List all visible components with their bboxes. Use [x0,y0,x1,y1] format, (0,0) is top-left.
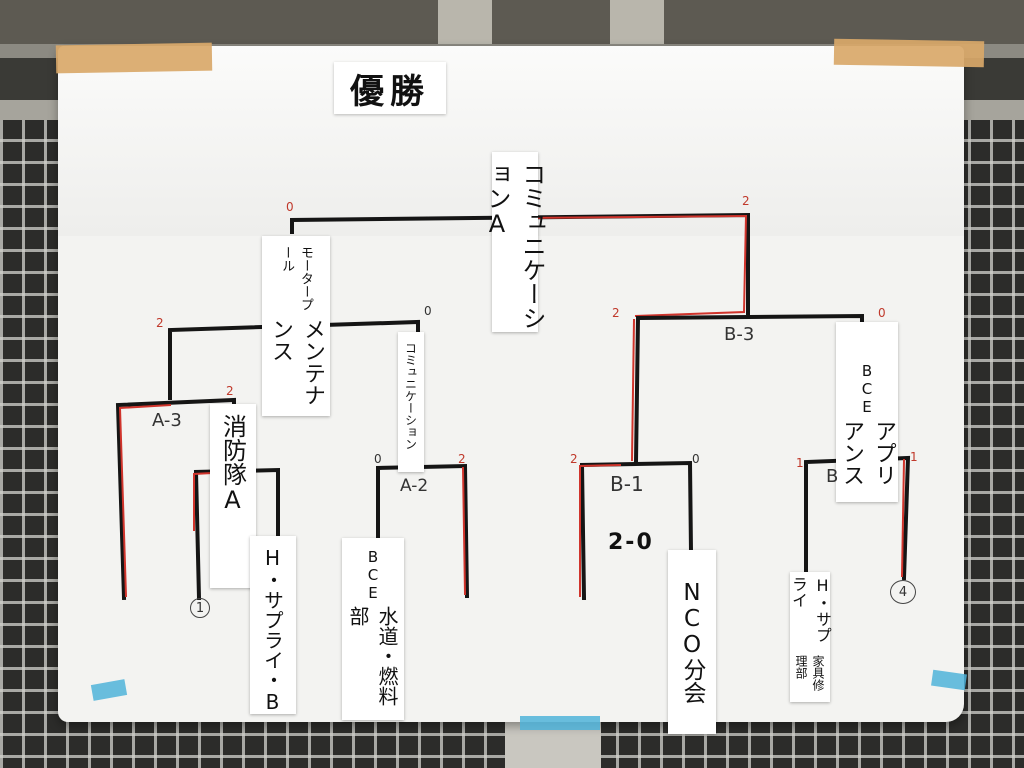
team-name: H・サプライ・B [260,546,285,714]
metal-bracket-left [438,0,492,44]
team-tag-communication: コミュニケーション [398,332,424,472]
score-semi-a-right: 0 [424,304,432,318]
score-b3-right: 0 [878,306,886,320]
match-label-b1: B-1 [610,472,644,496]
team-tag-shobotai: 消防隊A [210,404,256,588]
team-name-line2: 家具修理部 [794,655,825,692]
team-name: コミュニケーション [403,342,418,450]
score-b2-right: 1 [910,450,918,464]
seed-circle-1: 1 [190,598,210,618]
match-result-b1: 2-0 [608,530,654,555]
team-name-line1: BCE [364,548,382,602]
team-name: 消防隊A [218,414,247,514]
a3-red-trace [118,403,172,598]
score-final-left: 0 [286,200,294,214]
match-label-a2: A-2 [400,476,429,496]
score-b2-left: 1 [796,456,804,470]
score-b1-right: 0 [692,452,700,466]
match-label-b2: B [826,466,839,487]
score-a3-left: 2 [226,384,234,398]
b2-red [900,458,906,578]
team-tag-motorpool: モータープール メンテナンス [262,236,330,416]
match-label-a3: A-3 [152,410,182,431]
team-tag-champion: コミュニケーションA [483,152,546,332]
team-name-line1: BCE [858,362,876,416]
b1-bracket [579,460,694,601]
score-a2-right: 2 [458,452,466,466]
team-tag-hsupply-furniture: H・サプライ 家具修理部 [789,572,832,702]
tournament-title: 優勝 [334,62,446,114]
b3-red [630,318,636,462]
match-label-b3: B-3 [724,324,755,345]
score-b3-left: 2 [612,306,620,320]
team-name: コミュニケーションA [483,162,546,330]
seed-circle-4: 4 [890,580,916,604]
b1-red [579,463,622,597]
team-name-line2: 水道・燃料部 [346,606,399,706]
team-name-line2: アプリアンス [839,420,896,486]
team-name-line1: モータープール [279,246,313,311]
score-final-right: 2 [742,194,750,208]
team-tag-nco: NCO分会 [668,550,716,734]
team-tag-bce-appliance: BCE アプリアンス [836,322,898,502]
score-a3-top-left: 2 [156,316,164,330]
team-name: NCO分会 [679,580,705,704]
metal-bracket-right [610,0,664,44]
score-a2-left: 0 [374,452,382,466]
team-tag-hsupply-b: H・サプライ・B [250,536,296,714]
final-red-trace [518,214,748,318]
tape-bottom-center [520,716,600,730]
team-name-line2: メンテナンス [268,317,325,406]
team-name-line1: H・サプライ [789,576,832,643]
b3-bracket [633,313,864,465]
score-b1-left: 2 [570,452,578,466]
a2-red [461,466,467,596]
team-tag-bce-water: BCE 水道・燃料部 [342,538,404,720]
